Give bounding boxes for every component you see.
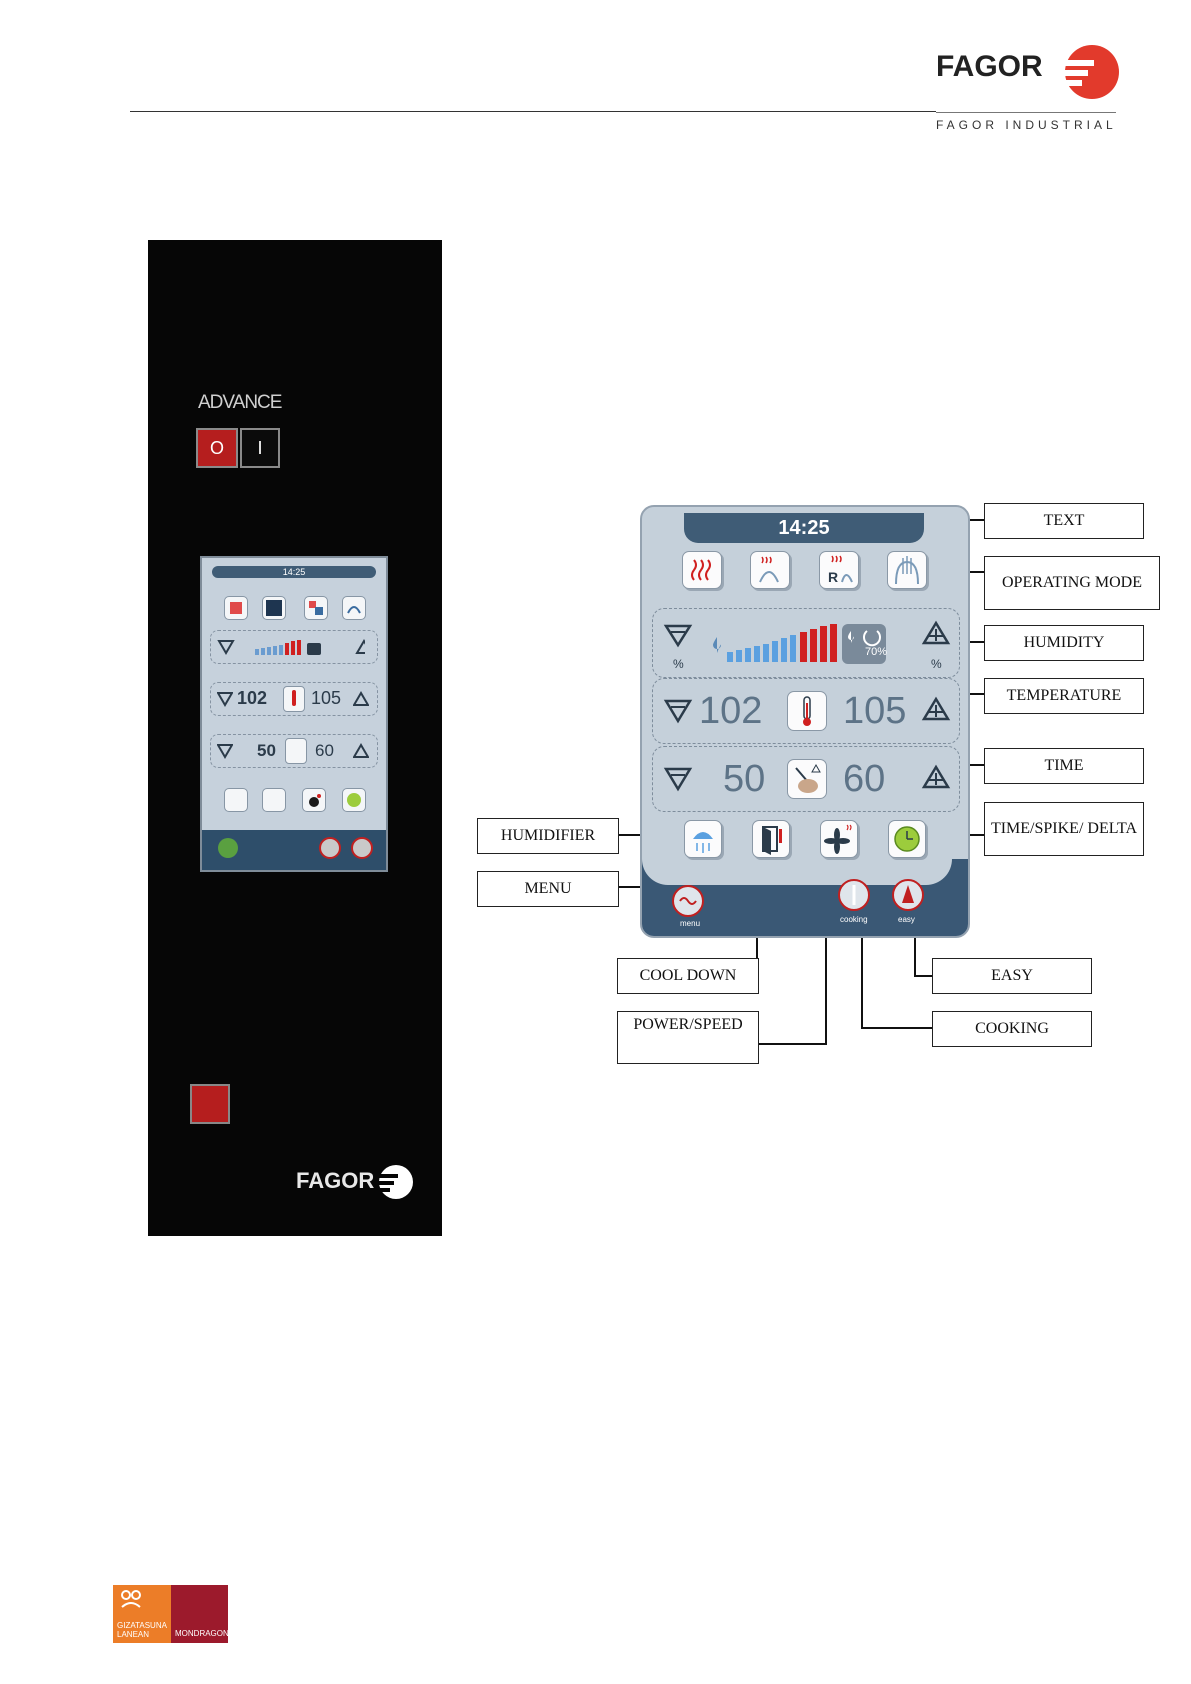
- humidifier-button[interactable]: [684, 820, 722, 858]
- easy-label: easy: [898, 915, 915, 924]
- humidity-down-unit: %: [673, 657, 684, 671]
- time-up-button[interactable]: [921, 763, 951, 793]
- door-icon: [753, 821, 789, 857]
- menu-button[interactable]: [672, 885, 704, 917]
- footer-logo-left: GIZATASUNA LANEAN: [113, 1585, 171, 1643]
- combination-icon: [751, 552, 789, 588]
- footer-right-text: MONDRAGON: [175, 1629, 229, 1638]
- footer-left-text: GIZATASUNA LANEAN: [117, 1621, 171, 1639]
- callout-time-spike-delta: TIME/SPIKE/ DELTA: [984, 802, 1144, 856]
- callout-menu: MENU: [477, 871, 619, 907]
- easy-button[interactable]: [892, 879, 924, 911]
- core-probe-icon: [788, 760, 826, 798]
- cool-down-button[interactable]: [752, 820, 790, 858]
- humidity-up-button[interactable]: [921, 619, 951, 661]
- callout-easy: EASY: [932, 958, 1092, 994]
- footer-logo-right: MONDRAGON: [171, 1585, 228, 1643]
- humidity-row: % 70% %: [652, 608, 960, 678]
- clock-icon: [889, 821, 925, 857]
- callout-text: TEXT: [984, 503, 1144, 539]
- thermometer-button[interactable]: [787, 691, 827, 731]
- callout-temperature: TEMPERATURE: [984, 678, 1144, 714]
- svg-text:R: R: [828, 569, 838, 585]
- time-high: 60: [843, 758, 885, 801]
- menu-icon: [674, 887, 702, 915]
- callout-humidity: HUMIDITY: [984, 625, 1144, 661]
- easy-icon: [894, 881, 922, 909]
- callout-cooking: COOKING: [932, 1011, 1092, 1047]
- power-speed-button[interactable]: [820, 820, 858, 858]
- humidity-up-unit: %: [931, 657, 942, 671]
- cooking-label: cooking: [840, 915, 868, 924]
- temperature-up-button[interactable]: [921, 695, 951, 725]
- mode-regeneration-button[interactable]: R: [819, 551, 859, 589]
- probe-button[interactable]: [787, 759, 827, 799]
- temperature-low: 102: [699, 690, 762, 733]
- cooking-button[interactable]: [838, 879, 870, 911]
- time-spike-delta-button[interactable]: [888, 820, 926, 858]
- time-row: 50 60: [652, 746, 960, 812]
- regeneration-icon: R: [820, 552, 858, 588]
- touchscreen-diagram: 14:25 R % 70% %: [640, 505, 970, 938]
- convection-icon: [683, 552, 721, 588]
- temperature-high: 105: [843, 690, 906, 733]
- temperature-row: 102 105: [652, 678, 960, 744]
- mode-steam-button[interactable]: [887, 551, 927, 589]
- humidity-percent: 70%: [865, 646, 887, 658]
- time-low: 50: [723, 758, 765, 801]
- humidity-bar-icon: [709, 621, 909, 667]
- callout-power-speed: POWER/SPEED: [617, 1011, 759, 1064]
- temperature-down-button[interactable]: [663, 697, 693, 727]
- callout-time: TIME: [984, 748, 1144, 784]
- cooking-icon: [840, 881, 868, 909]
- callout-cool-down: COOL DOWN: [617, 958, 759, 994]
- callout-operating-mode: OPERATING MODE: [984, 556, 1160, 610]
- text-display: 14:25: [684, 513, 924, 543]
- mode-combination-button[interactable]: [750, 551, 790, 589]
- steam-icon: [888, 552, 926, 588]
- callout-humidifier: HUMIDIFIER: [477, 818, 619, 854]
- mode-convection-button[interactable]: [682, 551, 722, 589]
- thermometer-icon: [788, 692, 826, 730]
- shower-icon: [685, 821, 721, 857]
- fan-icon: [821, 821, 857, 857]
- time-down-button[interactable]: [663, 765, 693, 795]
- menu-label: menu: [680, 919, 700, 928]
- footer-figure-icon: [119, 1589, 143, 1611]
